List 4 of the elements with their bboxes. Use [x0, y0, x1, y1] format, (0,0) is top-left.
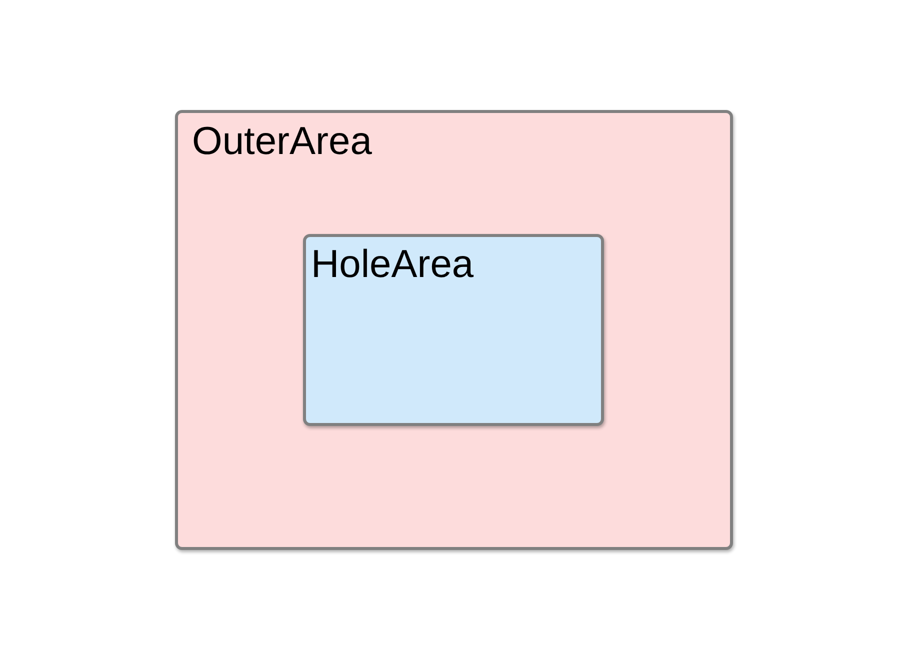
region-label: OuterArea: [192, 122, 372, 161]
outer-region-box: [175, 110, 733, 550]
region-label: HoleArea: [311, 245, 474, 284]
inner-region-box: [303, 234, 604, 426]
